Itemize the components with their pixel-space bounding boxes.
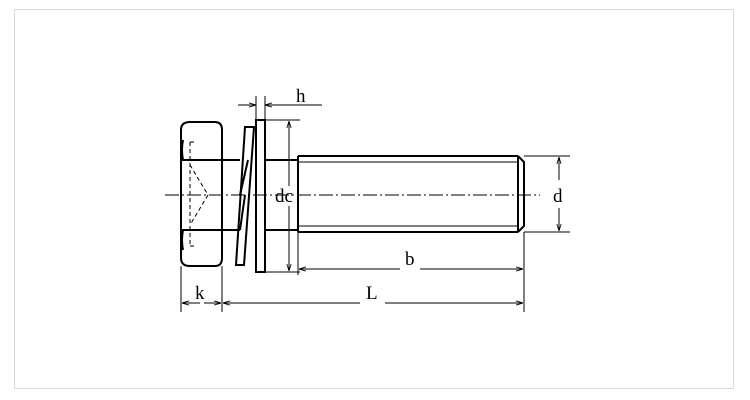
dim-h: h — [238, 86, 322, 120]
spring-washer — [234, 126, 256, 266]
label-dc: dc — [275, 186, 293, 207]
dim-L: L — [223, 283, 523, 304]
dim-b: b — [297, 232, 525, 312]
drawing-frame — [14, 9, 734, 389]
hex-head — [180, 121, 223, 267]
label-L: L — [366, 283, 378, 304]
threaded-shank — [297, 155, 525, 233]
label-h: h — [296, 86, 306, 107]
label-k: k — [195, 283, 205, 304]
dim-k: k — [180, 266, 223, 312]
bolt-neck — [222, 159, 240, 231]
dim-dc: dc — [265, 119, 300, 273]
label-d: d — [553, 186, 563, 207]
dim-d: d — [524, 155, 570, 233]
flat-washer — [255, 119, 266, 273]
label-b: b — [405, 249, 415, 270]
shank — [265, 159, 298, 231]
